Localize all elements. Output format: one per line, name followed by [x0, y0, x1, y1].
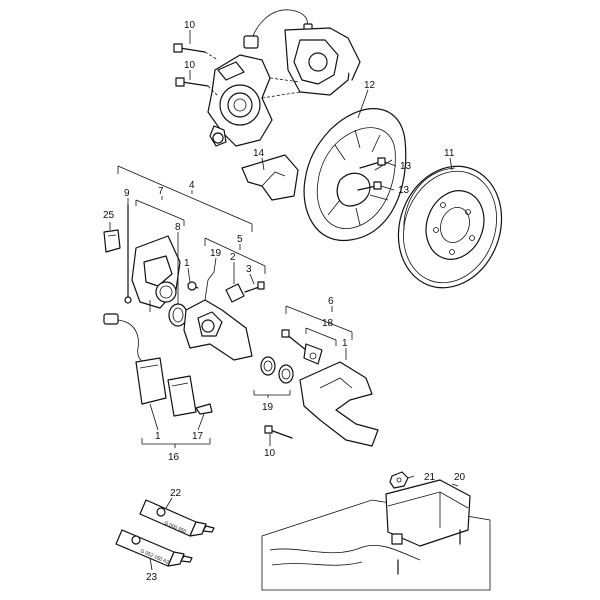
- guide-bolt-2: [225, 283, 245, 303]
- caliper-carrier: [183, 271, 253, 361]
- group-bracket-16: [141, 438, 211, 448]
- screw-13-lower: [357, 181, 382, 191]
- callout-2: 2: [230, 252, 236, 263]
- callout-8: 8: [175, 222, 181, 233]
- brake-disc: [397, 165, 503, 289]
- callout-13: 13: [398, 185, 410, 196]
- screw-3: [244, 281, 265, 293]
- callout-25: 25: [103, 210, 115, 221]
- callout-23: 23: [146, 572, 158, 583]
- group-bracket-19b: [253, 390, 291, 396]
- clip-25: [103, 229, 121, 253]
- grease-tube-22: [139, 499, 215, 537]
- splash-shield: [303, 108, 407, 242]
- callout-20: 20: [454, 472, 466, 483]
- callout-14: 14: [253, 148, 265, 159]
- group-bracket-6: [285, 305, 353, 340]
- callout-16: 16: [168, 452, 180, 463]
- callout-1: 1: [155, 431, 161, 442]
- callout-4: 4: [189, 180, 195, 191]
- brake-pad-inner: [135, 357, 167, 405]
- seal-rings-19: [260, 356, 294, 384]
- callout-11: 11: [444, 148, 455, 159]
- callout-5: 5: [237, 234, 243, 245]
- callout-19: 19: [210, 248, 222, 259]
- group-bracket-5: [204, 237, 266, 274]
- callout-10: 10: [184, 60, 196, 71]
- callout-6: 6: [328, 296, 334, 307]
- callout-18: 18: [322, 318, 334, 329]
- group-bracket-7: [135, 199, 185, 226]
- pad-clip-17: [195, 403, 213, 415]
- group-bracket-4: [117, 165, 253, 232]
- callout-22: 22: [170, 488, 182, 499]
- wear-sensor-wire: [103, 313, 151, 364]
- callout-13: 13: [400, 161, 412, 172]
- callout-12: 12: [364, 80, 376, 91]
- brake-pad-outer: [167, 375, 197, 417]
- guide-pin: [281, 329, 323, 365]
- callout-19: 19: [262, 402, 274, 413]
- callout-9: 9: [124, 188, 130, 199]
- callout-1: 1: [342, 338, 348, 349]
- bolt-10-upper: [173, 43, 219, 61]
- bolt-10-lower: [175, 77, 219, 97]
- control-unit: [261, 479, 491, 591]
- group-bracket-18: [305, 327, 337, 346]
- grease-tube-23: [115, 529, 193, 567]
- bolt-10-rear: [264, 425, 293, 439]
- callout-17: 17: [192, 431, 204, 442]
- callout-21: 21: [424, 472, 436, 483]
- callout-7: 7: [158, 186, 164, 197]
- nut-21: [389, 471, 409, 489]
- bolt-9: [124, 204, 132, 304]
- callout-10: 10: [264, 448, 276, 459]
- screw-13-upper: [359, 157, 386, 169]
- bracket-14: [241, 154, 299, 201]
- wheel-hub-assembly: [207, 9, 361, 147]
- bleed-screw: [187, 281, 199, 291]
- callout-1: 1: [184, 258, 190, 269]
- leader-lines: [109, 30, 459, 571]
- callouts: 10 10 12 14 13 13 11 4 9 7 8 25 5 1 19 2…: [103, 20, 466, 583]
- caliper-housing: [131, 235, 181, 312]
- callout-3: 3: [246, 264, 252, 275]
- caliper-bracket-6: [299, 361, 379, 447]
- callout-10: 10: [184, 20, 196, 31]
